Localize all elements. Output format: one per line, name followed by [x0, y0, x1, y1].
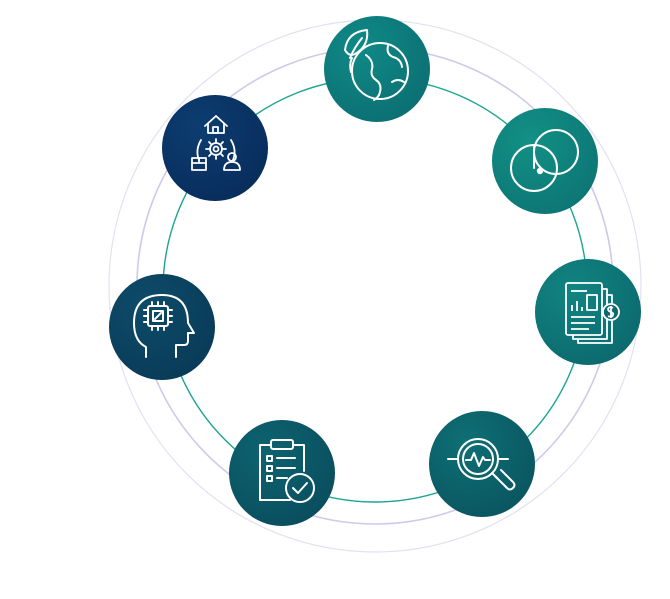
node-analysis[interactable]: [429, 411, 535, 517]
magnifier-analysis-icon: [447, 438, 516, 491]
node-process[interactable]: [162, 95, 268, 201]
home-gear-process-icon: [191, 115, 241, 171]
node-overlap-circles[interactable]: [492, 108, 598, 214]
node-ai-mind[interactable]: [109, 274, 215, 380]
financial-report-icon: [565, 282, 620, 344]
clipboard-check-icon: [259, 439, 315, 503]
earth-leaf-icon: [344, 29, 409, 101]
node-earth-leaf[interactable]: [324, 16, 430, 122]
ai-head-chip-icon: [133, 294, 195, 358]
node-financial-report[interactable]: [535, 259, 641, 365]
overlapping-circles-icon: [510, 129, 579, 192]
node-checklist[interactable]: [229, 420, 335, 526]
